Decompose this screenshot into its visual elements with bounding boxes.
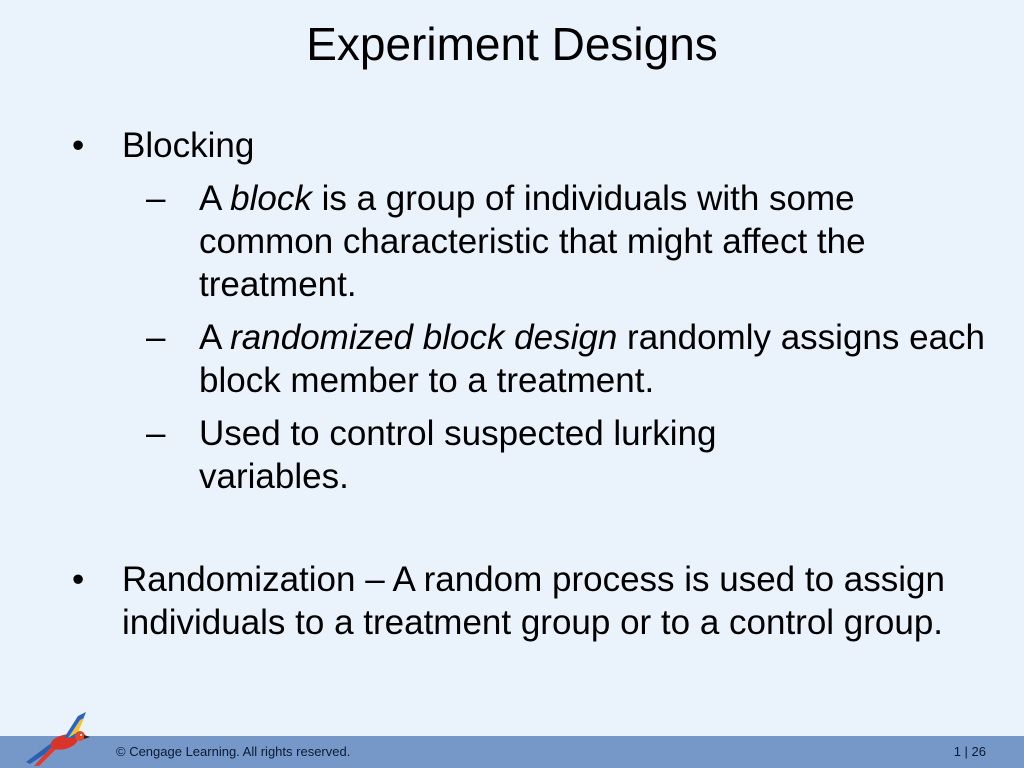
sub-bullet-marker: – (146, 414, 166, 453)
term-block: block (230, 179, 312, 218)
slide-title: Experiment Designs (306, 18, 718, 70)
sub-bullet-text: A (199, 318, 231, 357)
footer-copyright: © Cengage Learning. All rights reserved. (116, 744, 351, 759)
macaw-bird-icon (26, 712, 90, 766)
sub-bullet-text: A (199, 179, 231, 218)
bullet-marker: • (72, 126, 85, 165)
footer-bar: © Cengage Learning. All rights reserved.… (0, 736, 1024, 768)
term-randomized-block-design: randomized block design (230, 318, 618, 357)
sub-bullet-block-definition: A block is a group of individuals with s… (199, 177, 989, 306)
sub-bullet-text: is a group of individuals with some comm… (199, 179, 866, 304)
sub-bullet-lurking-variables: Used to control suspected lurking variab… (199, 414, 717, 496)
bullet-marker: • (72, 560, 85, 599)
bullet-randomization: Randomization – A random process is used… (122, 560, 945, 642)
bullet-blocking: Blocking (122, 126, 255, 165)
sub-bullet-marker: – (146, 318, 166, 357)
footer-page-number: 1 | 26 (953, 744, 986, 759)
sub-bullet-randomized-block-design: A randomized block design randomly assig… (199, 316, 989, 402)
sub-bullet-marker: – (146, 179, 166, 218)
sub-bullet-text: randomly assigns each block member to a … (199, 318, 986, 400)
